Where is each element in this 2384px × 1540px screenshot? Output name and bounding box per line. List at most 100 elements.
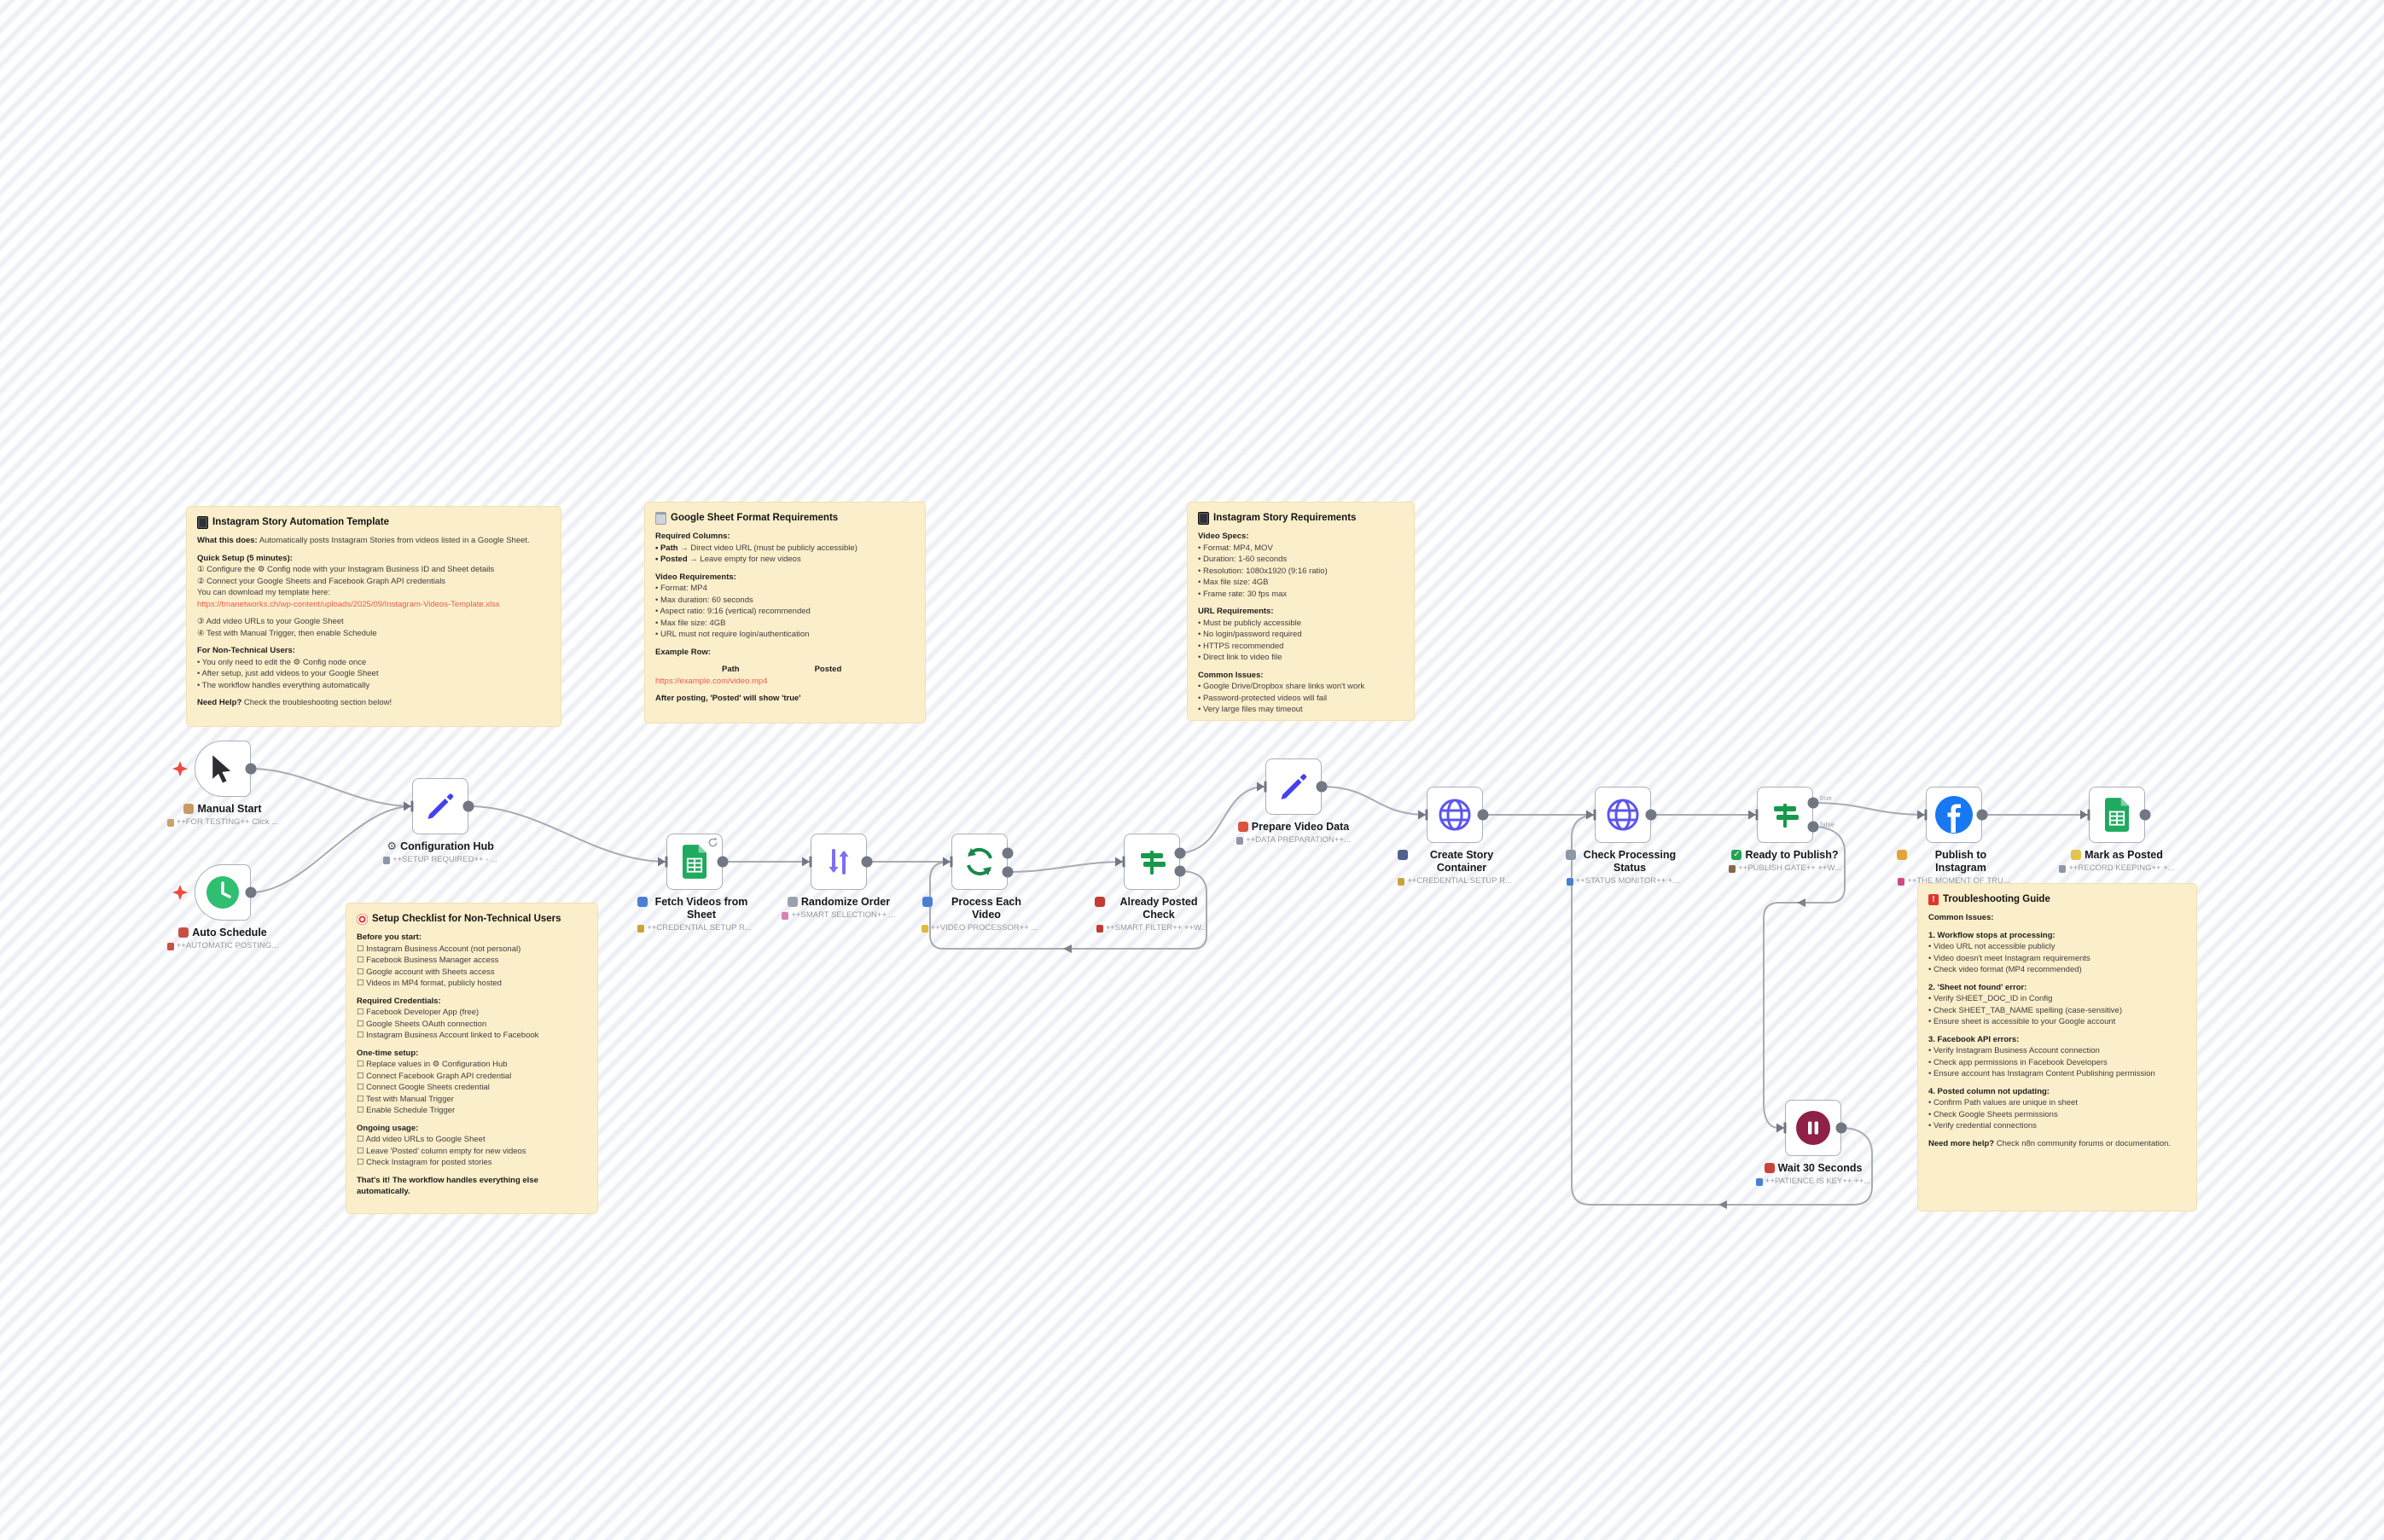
node-mark-as-posted[interactable] — [2089, 787, 2145, 843]
sticky-line: ☐ Leave 'Posted' column empty for new vi… — [357, 1146, 526, 1156]
gear-icon — [387, 841, 397, 851]
output-port[interactable] — [1807, 821, 1819, 833]
sticky-line: Common Issues: — [1928, 913, 1994, 922]
output-port[interactable] — [1477, 809, 1489, 821]
party-icon — [1898, 877, 1905, 886]
wire-prepare-to-create[interactable] — [1321, 786, 1427, 816]
output-port[interactable] — [462, 800, 474, 812]
node-meta-mark-as-posted: Mark as Posted ++RECORD KEEPING++ +... — [2032, 849, 2202, 874]
node-meta-check-processing-status: Check Processing Status ++STATUS MONITOR… — [1538, 849, 1708, 886]
sticky-note-setup-checklist[interactable]: Setup Checklist for Non-Technical Users … — [346, 903, 598, 1214]
node-label: Manual Start — [197, 803, 262, 815]
sticky-line: ① Configure the ⚙ Config node with your … — [197, 565, 495, 574]
signpost-icon — [1141, 851, 1166, 875]
node-already-posted-check[interactable] — [1124, 834, 1180, 890]
sticky-title: Setup Checklist for Non-Technical Users — [372, 914, 561, 924]
input-port[interactable] — [658, 856, 668, 868]
sticky-line: 1. Workflow stops at processing: — [1928, 930, 2055, 940]
clipboard-icon — [655, 511, 666, 525]
node-wait-30-seconds[interactable] — [1785, 1100, 1841, 1156]
output-port[interactable] — [2139, 809, 2151, 821]
sticky-line: Video Requirements: — [655, 572, 736, 582]
node-publish-to-instagram[interactable] — [1926, 787, 1982, 843]
sticky-line: • Aspect ratio: 9:16 (vertical) recommen… — [655, 607, 811, 616]
output-port[interactable] — [861, 856, 873, 868]
input-port[interactable] — [404, 800, 414, 812]
input-port[interactable] — [1115, 856, 1125, 868]
node-ready-to-publish[interactable] — [1757, 787, 1813, 843]
output-port[interactable] — [1316, 781, 1328, 793]
output-port[interactable] — [1807, 797, 1819, 809]
wire-auto-to-config[interactable] — [250, 805, 413, 893]
output-port[interactable] — [1174, 865, 1186, 877]
node-meta-create-story-container: Create Story Container ++CREDENTIAL SETU… — [1369, 849, 1540, 886]
output-port[interactable] — [1174, 847, 1186, 859]
node-meta-manual-start: Manual Start ++FOR TESTING++ Click ... — [137, 803, 308, 828]
sticky-line: ☐ Connect Facebook Graph API credential — [357, 1071, 512, 1081]
pencil-icon — [2071, 850, 2082, 860]
node-caption: ++DATA PREPARATION++... — [1246, 835, 1351, 845]
wire-wait-loop-to-check[interactable] — [1571, 814, 1873, 1206]
input-port[interactable] — [1586, 809, 1596, 821]
output-port[interactable] — [1835, 1122, 1847, 1134]
output-port[interactable] — [245, 763, 257, 775]
sticky-line: Required Columns: — [655, 532, 730, 541]
sticky-line: ④ Test with Manual Trigger, then enable … — [197, 628, 377, 638]
wire-config-to-fetch[interactable] — [468, 805, 667, 863]
node-manual-start[interactable] — [195, 741, 251, 797]
input-port[interactable] — [802, 856, 812, 868]
sticky-line: • Verify credential connections — [1928, 1121, 2037, 1130]
node-meta-configuration-hub: Configuration Hub ++SETUP REQUIRED++ - .… — [355, 840, 526, 865]
node-auto-schedule[interactable] — [195, 864, 251, 921]
sticky-note-story-requirements[interactable]: Instagram Story Requirements Video Specs… — [1187, 502, 1415, 721]
input-port[interactable] — [1257, 781, 1267, 793]
pause-icon — [1764, 1163, 1775, 1173]
target-icon — [357, 913, 368, 925]
output-port[interactable] — [717, 856, 729, 868]
input-port[interactable] — [943, 856, 953, 868]
input-port[interactable] — [2080, 809, 2090, 821]
sticky-line: ☐ Connect Google Sheets credential — [357, 1083, 490, 1092]
sticky-note-troubleshooting[interactable]: Troubleshooting Guide Common Issues:1. W… — [1917, 883, 2197, 1212]
rocket-icon — [1897, 850, 1907, 860]
wire-ready-false-to-wait[interactable] — [1763, 826, 1846, 1129]
output-port[interactable] — [1002, 847, 1014, 859]
output-port[interactable] — [1645, 809, 1657, 821]
sticky-note-sheet-format[interactable]: Google Sheet Format Requirements Require… — [644, 502, 926, 724]
sticky-line: URL Requirements: — [1198, 607, 1274, 616]
sticky-line: Ongoing usage: — [357, 1123, 419, 1133]
sort-arrows-icon — [829, 849, 849, 875]
trigger-sparkle-icon — [172, 761, 188, 776]
node-process-each-video[interactable] — [951, 834, 1008, 890]
wire-already-false-loop-to-process[interactable] — [929, 861, 1207, 950]
input-port[interactable] — [1776, 1122, 1787, 1134]
sticky-line: • Must be publicly accessible — [1198, 618, 1302, 628]
sticky-line: For Non-Technical Users: — [197, 646, 295, 655]
wire-manual-to-config[interactable] — [250, 768, 413, 807]
sticky-title: Instagram Story Requirements — [1213, 513, 1357, 523]
wire-arrow — [1718, 1200, 1727, 1209]
signpost-icon — [1774, 804, 1799, 828]
sticky-line: 3. Facebook API errors: — [1928, 1034, 2020, 1044]
sticky-line: • The workflow handles everything automa… — [197, 680, 370, 690]
input-port[interactable] — [1917, 809, 1928, 821]
wire-process-to-already[interactable] — [1007, 861, 1125, 873]
sticky-line: • HTTPS recommended — [1198, 641, 1284, 651]
output-port[interactable] — [245, 886, 257, 898]
output-port[interactable] — [1976, 809, 1988, 821]
sticky-line: Need Help? Check the troubleshooting sec… — [197, 698, 392, 707]
sticky-line: • Ensure account has Instagram Content P… — [1928, 1069, 2155, 1078]
sticky-line: ☐ Facebook Developer App (free) — [357, 1008, 480, 1017]
wire-ready-true-to-publish[interactable] — [1812, 802, 1927, 816]
sticky-note-template-overview[interactable]: Instagram Story Automation Template What… — [186, 506, 561, 727]
input-port[interactable] — [1748, 809, 1759, 821]
wire-already-true-to-prepare[interactable] — [1179, 786, 1266, 854]
node-check-processing-status[interactable] — [1595, 787, 1651, 843]
google-sheets-icon — [683, 845, 706, 879]
node-prepare-video-data[interactable] — [1265, 758, 1322, 815]
output-port[interactable] — [1002, 866, 1014, 878]
input-port[interactable] — [1418, 809, 1428, 821]
clock-icon — [206, 876, 239, 909]
sticky-line: • You only need to edit the ⚙ Config nod… — [197, 657, 367, 667]
